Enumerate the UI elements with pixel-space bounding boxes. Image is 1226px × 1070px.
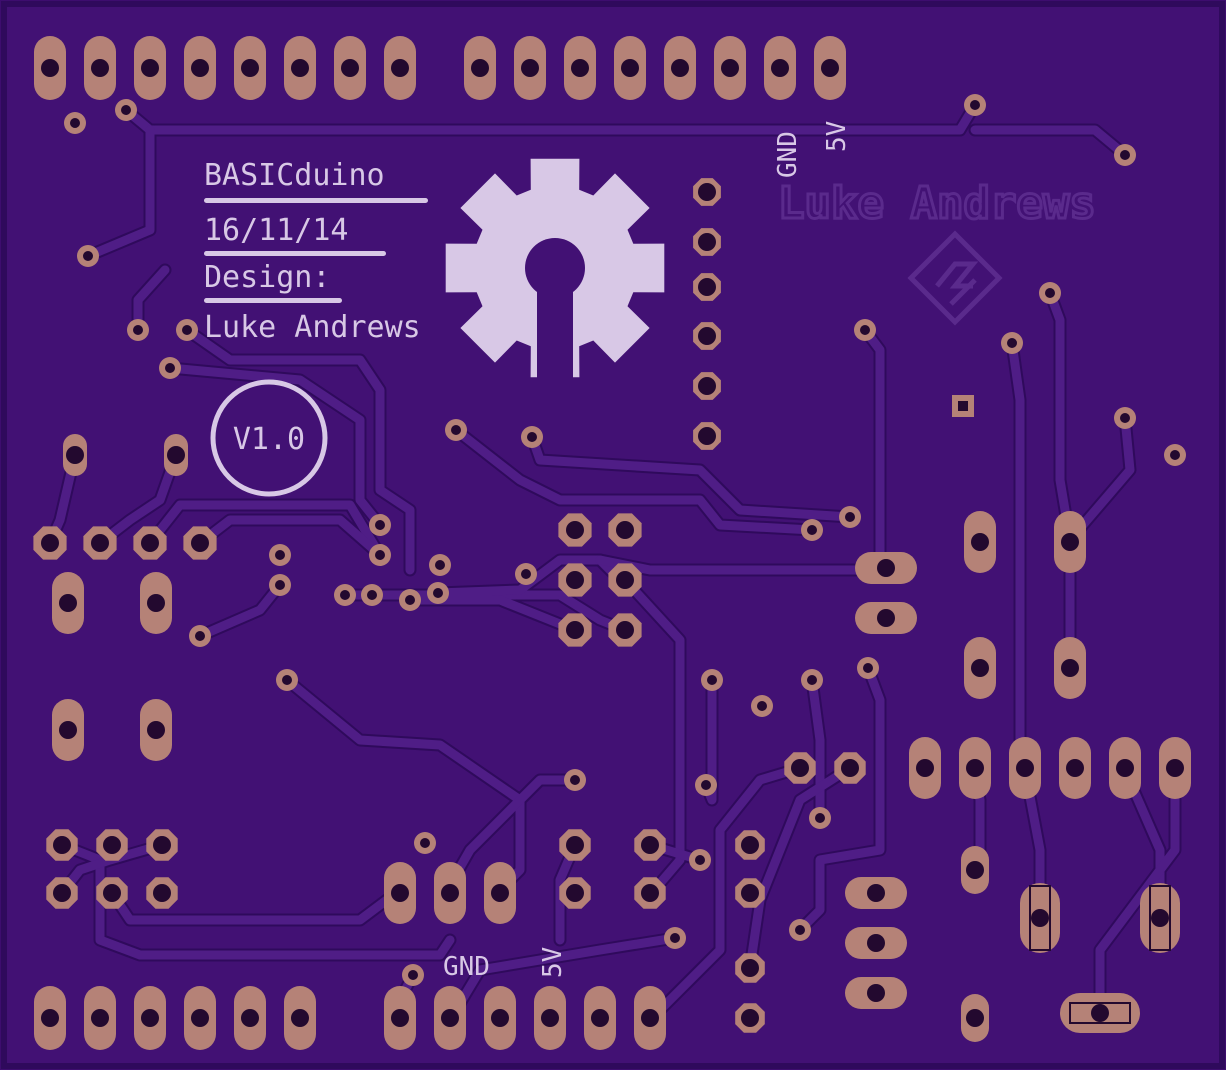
bottom-gnd-label: GND (443, 952, 490, 982)
board-date: 16/11/14 (204, 213, 349, 248)
design-label: Design: (204, 260, 330, 295)
version-badge (210, 379, 328, 497)
author-logo-icon (907, 230, 1003, 326)
bottom-5v-label: 5V (538, 947, 568, 978)
component-pads (33, 36, 1191, 1050)
open-hardware-gear-icon (445, 158, 665, 388)
board-title: BASICduino (204, 158, 385, 193)
author-mark: Luke Andrews (778, 178, 1096, 229)
designer-name: Luke Andrews (204, 310, 421, 345)
top-5v-label: 5V (822, 121, 852, 152)
silkscreen: BASICduino 16/11/14 Design: Luke Andrews… (204, 121, 1097, 982)
version-label: V1.0 (233, 422, 305, 457)
top-gnd-label: GND (773, 131, 803, 178)
